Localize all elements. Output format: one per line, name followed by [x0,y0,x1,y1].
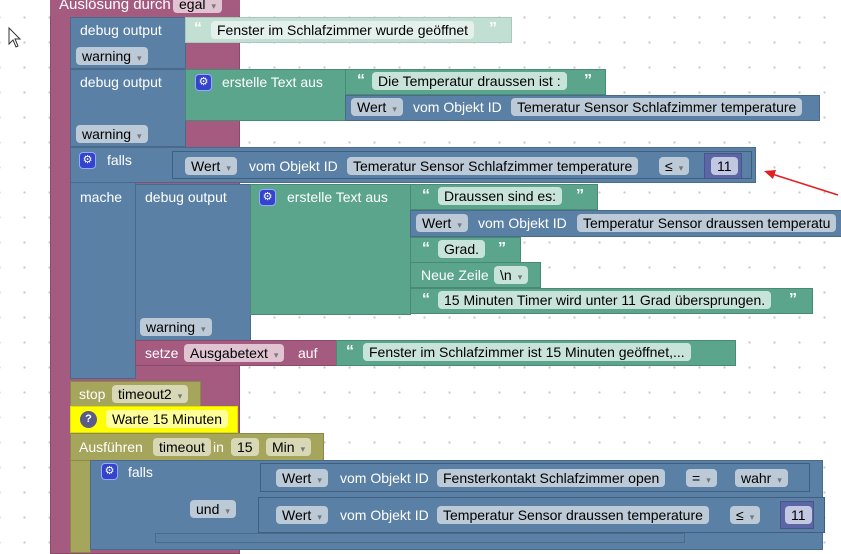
unit-dropdown[interactable]: Min▾ [266,438,312,456]
text-value[interactable]: Draussen sind es: [438,187,563,205]
property-dropdown[interactable]: Wert▾ [276,506,328,524]
quote-icon: “ [422,240,430,257]
delay-field[interactable]: 15 [231,438,259,456]
text-value[interactable]: Fenster im Schlafzimmer wurde geöffnet [211,21,475,39]
text-join-block[interactable] [250,184,411,315]
execute-label: Ausführen [79,439,143,455]
quote-icon: “ [357,72,365,89]
join-label: erstelle Text aus [287,189,388,205]
quote-icon: “ [346,343,354,360]
text-value[interactable]: Grad. [438,240,486,258]
if-block-1[interactable] [70,147,136,379]
operator-dropdown[interactable]: ≤▾ [659,157,690,175]
of-label: vom Objekt ID [413,99,502,115]
set-label: setze [145,345,179,361]
object-id-field[interactable]: Temeratur Sensor Schlafzimmer temperatur… [347,157,639,175]
do-label: mache [80,189,123,205]
gear-icon[interactable]: ⚙ [259,189,276,206]
object-id-field[interactable]: Fensterkontakt Schlafzimmer open [437,469,666,487]
cursor-icon [8,26,22,48]
newline-label: Neue Zeile [421,267,489,283]
object-id-field[interactable]: Temeratur Sensor Schlafzimmer temperatur… [511,98,803,116]
number-value[interactable]: 11 [711,157,738,175]
of-label: vom Objekt ID [340,470,429,486]
trigger-label: Auslösung durch [59,0,171,13]
text-value[interactable]: Die Temperatur draussen ist : [372,72,567,90]
level-dropdown[interactable]: warning▾ [140,318,212,336]
debug-output-block-3[interactable] [135,184,251,342]
boolean-dropdown[interactable]: wahr▾ [735,469,788,487]
quote-icon: ” [584,72,592,89]
quote-icon: ” [498,240,506,257]
to-label: auf [298,345,318,361]
if-label: falls [107,152,132,168]
property-dropdown[interactable]: Wert▾ [351,98,403,116]
property-dropdown[interactable]: Wert▾ [276,469,328,487]
and-dropdown[interactable]: und▾ [190,500,236,518]
quote-icon: ” [789,291,797,308]
in-label: in [213,439,224,455]
debug-label: debug output [80,74,162,90]
variable-dropdown[interactable]: Ausgabetext▾ [184,344,285,362]
operator-dropdown[interactable]: =▾ [686,469,717,487]
of-label: vom Objekt ID [249,158,338,174]
object-id-field[interactable]: Temperatur Sensor draussen temperatu [577,214,837,232]
debug-label: debug output [145,189,227,205]
quote-icon: “ [194,20,202,37]
gear-icon[interactable]: ⚙ [101,463,118,480]
quote-icon: ” [489,20,497,37]
object-id-field[interactable]: Temperatur Sensor draussen temperature [437,506,709,524]
level-dropdown[interactable]: warning▾ [76,47,148,65]
text-value[interactable]: Fenster im Schlafzimmer ist 15 Minuten g… [363,343,691,361]
join-label: erstelle Text aus [222,74,323,90]
quote-icon: “ [422,291,430,308]
comment-text[interactable]: Warte 15 Minuten [106,410,228,428]
stop-label: stop [79,386,106,402]
quote-icon: ” [576,187,584,204]
text-value[interactable]: 15 Minuten Timer wird unter 11 Grad über… [438,291,772,309]
debug-label: debug output [80,22,162,38]
if-label: falls [128,464,153,480]
timeout-dropdown[interactable]: timeout2▾ [112,385,189,403]
newline-dropdown[interactable]: \n▾ [494,266,529,284]
trigger-dropdown[interactable]: egal▾ [173,0,222,13]
level-dropdown[interactable]: warning▾ [76,125,148,143]
timeout-name-field[interactable]: timeout [153,438,211,456]
next-block[interactable] [155,533,685,543]
of-label: vom Objekt ID [478,215,567,231]
property-dropdown[interactable]: Wert▾ [185,157,237,175]
quote-icon: “ [422,187,430,204]
help-icon[interactable]: ? [80,411,97,428]
operator-dropdown[interactable]: ≤▾ [730,506,761,524]
number-value[interactable]: 11 [785,506,812,524]
gear-icon[interactable]: ⚙ [195,74,212,91]
gear-icon[interactable]: ⚙ [79,152,96,169]
of-label: vom Objekt ID [340,507,429,523]
property-dropdown[interactable]: Wert▾ [416,214,468,232]
